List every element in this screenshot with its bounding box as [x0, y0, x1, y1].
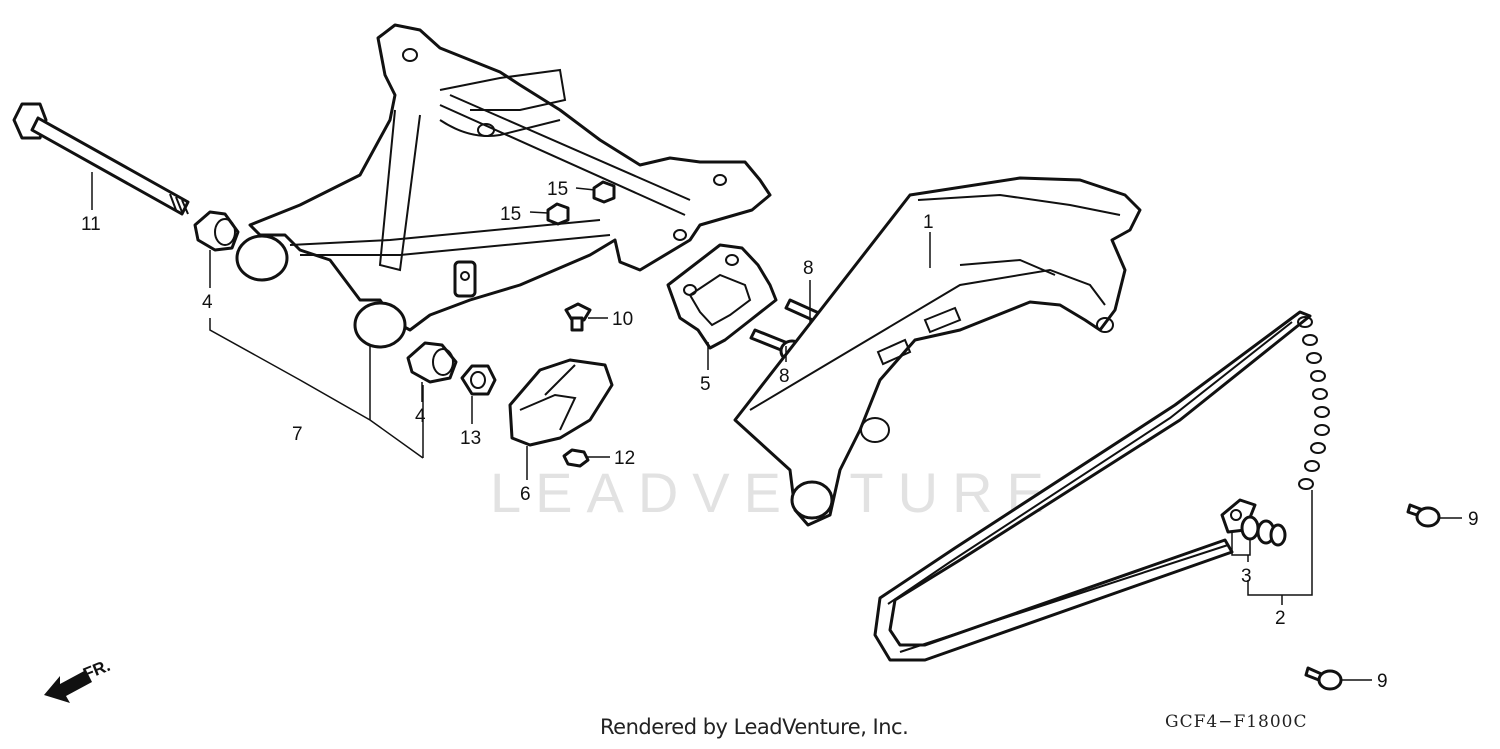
callout-13: 13 [460, 428, 481, 449]
callout-15-lower: 15 [500, 204, 521, 225]
chaincase-bracket[interactable] [666, 243, 778, 350]
front-arrow-icon: FR. [44, 656, 113, 703]
watermark: LEADVENTURE [490, 461, 1058, 524]
pivot-nut[interactable] [460, 364, 497, 396]
bolt-9-lower[interactable] [1304, 666, 1343, 691]
callout-1: 1 [923, 212, 934, 233]
callout-10: 10 [612, 309, 633, 330]
pivot-bolt[interactable] [12, 102, 190, 216]
leader-lines [91, 172, 1462, 681]
master-link[interactable] [1220, 498, 1287, 547]
chain-case[interactable] [733, 176, 1142, 527]
callout-8-lower: 8 [779, 366, 790, 387]
diagram-code: GCF4−F1800C [1165, 712, 1308, 732]
slider-bolt[interactable] [564, 302, 592, 332]
bolt-9-upper[interactable] [1406, 503, 1441, 528]
bushing-right[interactable] [406, 341, 458, 384]
nut-15-lower[interactable] [546, 202, 570, 226]
bushing-left[interactable] [193, 210, 240, 252]
callout-11: 11 [81, 214, 101, 235]
callout-3: 3 [1241, 566, 1252, 587]
callout-12: 12 [614, 448, 635, 469]
callout-6: 6 [520, 484, 531, 505]
callout-5: 5 [700, 374, 711, 395]
chain-slider[interactable] [508, 358, 614, 447]
slider-nut[interactable] [562, 448, 590, 468]
front-label: FR. [80, 656, 113, 684]
callout-7: 7 [292, 424, 303, 445]
callout-2: 2 [1275, 608, 1286, 629]
callout-4-left: 4 [202, 292, 213, 313]
callout-8-upper: 8 [803, 258, 814, 279]
callout-9-upper: 9 [1468, 509, 1479, 530]
callout-15-upper: 15 [547, 179, 568, 200]
callout-4-right: 4 [415, 406, 426, 427]
drive-chain[interactable] [873, 310, 1330, 662]
callout-9-lower: 9 [1377, 671, 1388, 692]
nut-15-upper[interactable] [592, 180, 616, 204]
swingarm[interactable] [235, 23, 772, 349]
render-credit: Rendered by LeadVenture, Inc. [600, 715, 909, 739]
